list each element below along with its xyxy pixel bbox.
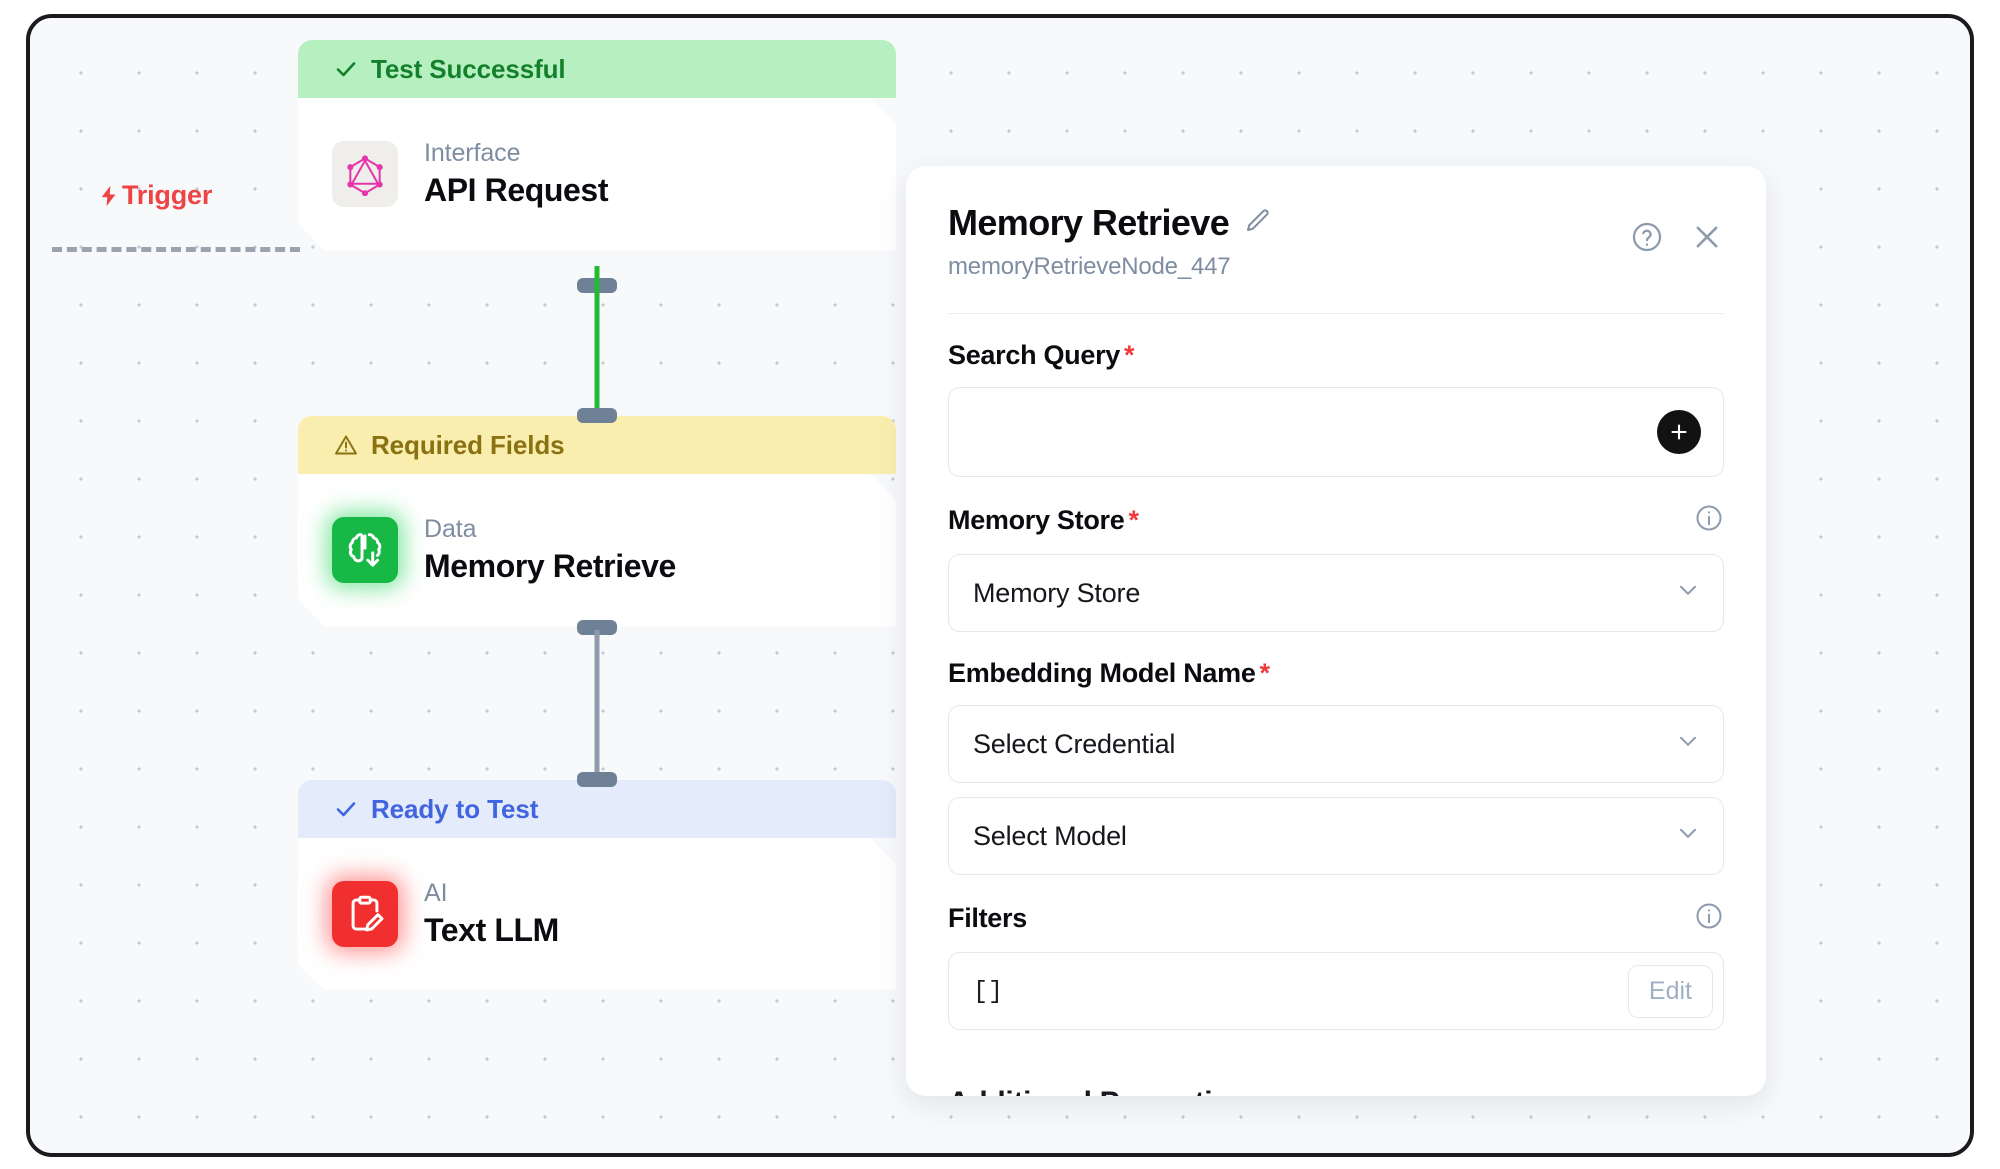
chevron-down-icon xyxy=(1675,820,1701,853)
field-label-text: Search Query xyxy=(948,340,1120,370)
question-circle-icon[interactable] xyxy=(1630,220,1664,259)
node-id-label: memoryRetrieveNode_447 xyxy=(948,253,1231,280)
panel-divider xyxy=(948,313,1724,314)
chevron-down-icon xyxy=(1698,1088,1724,1097)
clipboard-pencil-icon xyxy=(332,881,398,947)
edge-api-to-memory xyxy=(298,266,896,426)
plus-icon[interactable] xyxy=(1657,410,1701,454)
node-status-label: Required Fields xyxy=(371,429,565,460)
filters-edit-button[interactable]: Edit xyxy=(1627,964,1713,1018)
node-card-api-request[interactable]: Interface API Request xyxy=(298,98,896,250)
check-icon xyxy=(334,57,358,81)
node-config-panel: Memory Retrieve memoryRetrieveNode_447 xyxy=(906,166,1766,1096)
node-card-text-llm[interactable]: AI Text LLM xyxy=(298,838,896,990)
node-kind-label: AI xyxy=(424,879,448,907)
node-card-memory-retrieve[interactable]: Data Memory Retrieve xyxy=(298,474,896,626)
field-search-query: Search Query* xyxy=(948,340,1724,477)
node-status-label: Test Successful xyxy=(371,53,566,84)
field-filters: Filters [] Edit xyxy=(948,901,1724,1030)
field-label-text: Memory Store xyxy=(948,505,1125,535)
lightning-bolt-icon xyxy=(98,182,120,210)
trigger-marker: Trigger xyxy=(98,180,212,211)
node-status-label: Ready to Test xyxy=(371,793,539,824)
node-kind-label: Data xyxy=(424,515,477,543)
additional-properties-accordion[interactable]: Additional Properties xyxy=(948,1086,1724,1096)
required-indicator: * xyxy=(1259,658,1271,688)
node-input-port[interactable] xyxy=(577,772,617,787)
model-value: Select Model xyxy=(973,820,1127,851)
chevron-down-icon xyxy=(1675,728,1701,761)
required-indicator: * xyxy=(1124,340,1135,370)
node-input-port[interactable] xyxy=(577,408,617,423)
trigger-dashed-line xyxy=(52,247,300,252)
edge-memory-to-llm xyxy=(298,630,896,790)
node-title-label: API Request xyxy=(424,172,609,208)
additional-properties-label: Additional Properties xyxy=(948,1086,1245,1096)
memory-store-value: Memory Store xyxy=(973,577,1141,608)
close-icon[interactable] xyxy=(1690,220,1724,259)
panel-header: Memory Retrieve memoryRetrieveNode_447 xyxy=(948,202,1724,281)
page-title: Memory Retrieve xyxy=(948,202,1230,243)
node-memory-retrieve[interactable]: Required Fields Data Memory Retrieve xyxy=(298,408,896,635)
info-icon[interactable] xyxy=(1694,503,1724,538)
brain-download-icon xyxy=(332,517,398,583)
app-window: Trigger Test Successful xyxy=(26,14,1974,1157)
field-label-text: Filters xyxy=(948,903,1027,933)
workflow-canvas[interactable]: Trigger Test Successful xyxy=(30,18,1970,1153)
required-indicator: * xyxy=(1128,505,1139,535)
chevron-down-icon xyxy=(1675,577,1701,610)
field-label-text: Embedding Model Name xyxy=(948,658,1256,688)
node-text-llm[interactable]: Ready to Test AI Text LLM xyxy=(298,772,896,990)
check-icon xyxy=(334,797,358,821)
pencil-icon[interactable] xyxy=(1243,207,1271,240)
info-icon[interactable] xyxy=(1694,901,1724,936)
field-embedding-model-name: Embedding Model Name* Select Credential … xyxy=(948,658,1724,875)
node-title-label: Text LLM xyxy=(424,912,559,948)
node-status-banner-ready: Ready to Test xyxy=(298,780,896,838)
node-output-port[interactable] xyxy=(577,620,617,635)
warning-triangle-icon xyxy=(334,433,358,457)
memory-store-select[interactable]: Memory Store xyxy=(948,554,1724,632)
field-memory-store: Memory Store* Memory Store xyxy=(948,503,1724,632)
model-select[interactable]: Select Model xyxy=(948,797,1724,875)
node-status-banner-success: Test Successful xyxy=(298,40,896,98)
graphql-icon xyxy=(332,141,398,207)
credential-select[interactable]: Select Credential xyxy=(948,705,1724,783)
search-query-input[interactable] xyxy=(948,387,1724,477)
filters-value-box[interactable]: [] Edit xyxy=(948,952,1724,1030)
node-title-label: Memory Retrieve xyxy=(424,548,676,584)
node-status-banner-warning: Required Fields xyxy=(298,416,896,474)
trigger-label-text: Trigger xyxy=(122,180,213,210)
node-kind-label: Interface xyxy=(424,139,521,167)
credential-value: Select Credential xyxy=(973,728,1176,759)
filters-value: [] xyxy=(973,976,1004,1006)
node-api-request[interactable]: Test Successful Interfa xyxy=(298,40,896,293)
